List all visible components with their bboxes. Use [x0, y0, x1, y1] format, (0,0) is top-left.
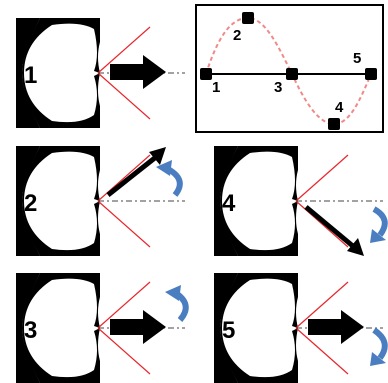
capsule-body	[222, 278, 298, 378]
rotation-arrow-cw	[372, 206, 388, 237]
panel-1: 1	[16, 18, 185, 128]
rotation-arrow-head	[370, 229, 386, 243]
left-bracket	[16, 18, 40, 128]
inset-point-label: 4	[335, 99, 344, 116]
inset-plot: 1 2 3 4 5	[195, 4, 384, 133]
rotation-arrow-head	[156, 160, 172, 176]
capsule-body	[222, 151, 298, 251]
inset-point	[200, 68, 212, 80]
thrust-arrow	[308, 310, 364, 344]
panel-3: 3	[16, 273, 189, 383]
cone-upper	[97, 154, 151, 202]
cone-upper	[97, 281, 151, 329]
capsule-body	[24, 151, 100, 251]
capsule-body	[24, 23, 100, 123]
inset-point	[286, 68, 298, 80]
inset-point-label: 3	[274, 79, 282, 96]
inset-point-label: 5	[353, 50, 361, 67]
rotation-arrow-head	[165, 285, 181, 301]
rotation-arrow-head	[370, 352, 386, 366]
cone-upper	[295, 154, 349, 202]
inset-point	[328, 118, 340, 130]
cone-lower	[97, 72, 151, 120]
panel-label: 2	[24, 190, 37, 217]
panel-2: 2	[16, 146, 185, 256]
thrust-arrow	[110, 310, 166, 344]
panel-5: 5	[214, 273, 388, 383]
inset-point-label: 2	[233, 27, 241, 44]
rotation-arrow-cw	[372, 327, 388, 360]
panel-label: 5	[222, 317, 235, 344]
cone-upper	[295, 281, 349, 329]
left-bracket	[214, 146, 238, 256]
panel-label: 4	[222, 190, 236, 217]
inset-point	[242, 12, 254, 24]
cone-lower	[97, 200, 151, 248]
capsule-body	[24, 278, 100, 378]
cone-lower	[295, 327, 349, 375]
cone-lower	[97, 327, 151, 375]
tilted-arrow-shaft	[106, 155, 158, 197]
cone-lower	[295, 200, 349, 248]
panel-label: 1	[24, 62, 37, 89]
left-bracket	[16, 146, 40, 256]
cone-upper	[97, 26, 151, 74]
tilted-arrow-shaft	[304, 205, 356, 249]
tilted-arrow-head	[347, 238, 364, 256]
inset-point	[365, 68, 377, 80]
panel-label: 3	[24, 317, 37, 344]
tilted-arrow-head	[149, 147, 166, 165]
inset-point-label: 1	[212, 79, 220, 96]
left-bracket	[214, 273, 238, 383]
thrust-arrow	[110, 55, 166, 89]
left-bracket	[16, 273, 40, 383]
panel-4: 4	[214, 146, 388, 256]
